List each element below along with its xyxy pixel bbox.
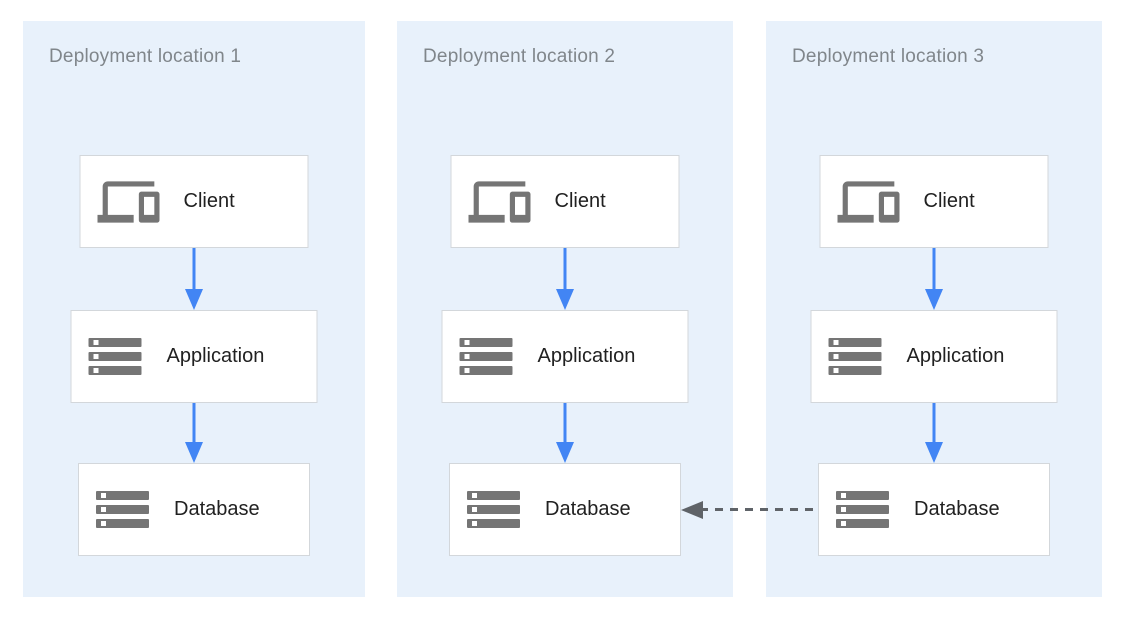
- server-stack-icon: [88, 338, 143, 375]
- node-label: Application: [166, 345, 265, 367]
- node-database: Database: [449, 463, 681, 556]
- arrow-head-left-icon: [681, 501, 703, 519]
- server-stack-icon: [467, 491, 521, 528]
- arrow-shaft: [932, 248, 936, 291]
- arrow-shaft: [932, 403, 936, 444]
- node-client: Client: [79, 155, 309, 248]
- arrow-client-to-application: [184, 248, 204, 310]
- deployment-location-1-panel: Deployment location 1 Client Applicati: [23, 21, 365, 597]
- node-label: Database: [545, 498, 631, 520]
- server-stack-icon: [836, 491, 890, 528]
- panel-title: Deployment location 1: [49, 46, 242, 67]
- devices-icon: [837, 171, 900, 233]
- node-label: Client: [554, 190, 606, 212]
- node-label: Database: [174, 498, 260, 520]
- arrow-client-to-application: [555, 248, 575, 310]
- node-label: Client: [923, 190, 975, 212]
- arrow-head-icon: [925, 289, 943, 310]
- node-application: Application: [70, 310, 318, 403]
- arrow-client-to-application: [924, 248, 944, 310]
- node-client: Client: [819, 155, 1049, 248]
- arrow-shaft: [563, 248, 567, 291]
- dashed-line: [700, 508, 818, 511]
- node-application: Application: [810, 310, 1058, 403]
- arrow-head-icon: [556, 442, 574, 463]
- panel-title: Deployment location 2: [423, 46, 616, 67]
- arrow-head-icon: [185, 289, 203, 310]
- node-label: Database: [914, 498, 1000, 520]
- arrow-head-icon: [185, 442, 203, 463]
- devices-icon: [468, 171, 531, 233]
- arrow-application-to-database: [184, 403, 204, 463]
- deployment-location-2-panel: Deployment location 2 Client Applicati: [397, 21, 733, 597]
- arrow-shaft: [563, 403, 567, 444]
- server-stack-icon: [96, 491, 150, 528]
- arrow-shaft: [192, 248, 196, 291]
- arrow-head-icon: [925, 442, 943, 463]
- node-label: Application: [537, 345, 636, 367]
- arrow-head-icon: [556, 289, 574, 310]
- node-database: Database: [818, 463, 1050, 556]
- devices-icon: [97, 171, 160, 233]
- server-stack-icon: [828, 338, 883, 375]
- server-stack-icon: [459, 338, 514, 375]
- deployment-location-3-panel: Deployment location 3 Client Applicati: [766, 21, 1102, 597]
- node-label: Client: [183, 190, 235, 212]
- arrow-application-to-database: [555, 403, 575, 463]
- node-application: Application: [441, 310, 689, 403]
- node-client: Client: [450, 155, 680, 248]
- dashed-arrow-database3-to-database2: [681, 500, 818, 520]
- node-database: Database: [78, 463, 310, 556]
- arrow-application-to-database: [924, 403, 944, 463]
- node-label: Application: [906, 345, 1005, 367]
- panel-title: Deployment location 3: [792, 46, 985, 67]
- arrow-shaft: [192, 403, 196, 444]
